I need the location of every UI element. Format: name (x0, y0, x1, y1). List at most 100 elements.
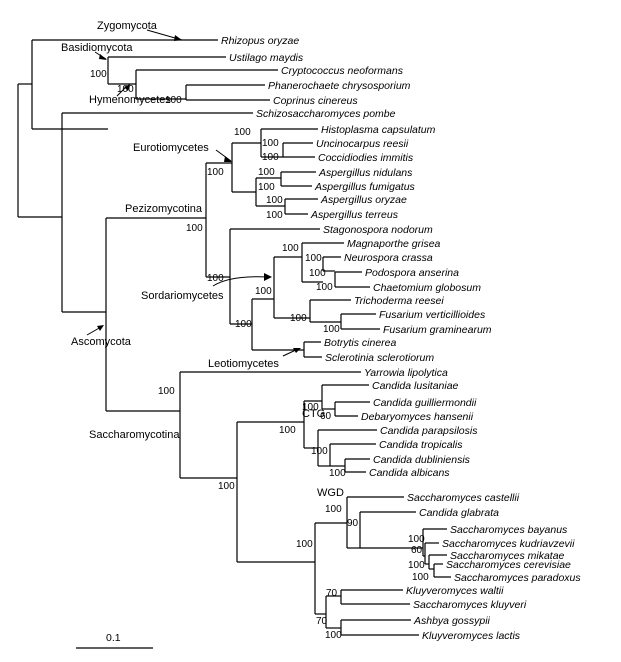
taxon-label: Debaryomyces hansenii (361, 411, 474, 423)
bootstrap-value: 100 (311, 446, 328, 457)
bootstrap-value: 100 (325, 630, 342, 641)
bootstrap-value: 100 (117, 84, 134, 95)
bootstrap-value: 100 (262, 138, 279, 149)
bootstrap-value: 100 (323, 324, 340, 335)
group-label-sordariomycetes: Sordariomycetes (141, 290, 224, 302)
taxon-label: Aspergillus nidulans (318, 167, 413, 179)
taxon-label: Phanerochaete chrysosporium (268, 80, 411, 92)
bootstrap-value: 70 (316, 616, 328, 627)
bootstrap-value: 100 (325, 504, 342, 515)
taxon-label: Ustilago maydis (229, 52, 304, 64)
bootstrap-value: 100 (262, 152, 279, 163)
group-label-pezizomycotina: Pezizomycotina (125, 203, 203, 215)
arrow-sordariomycetes (212, 276, 271, 287)
taxon-label: Coccidiodies immitis (318, 152, 414, 164)
bootstrap-value: 100 (412, 572, 429, 583)
group-label-ctg: CTG (302, 408, 325, 420)
taxon-label: Aspergillus fumigatus (314, 181, 416, 193)
bootstrap-value: 100 (165, 95, 182, 106)
group-label-eurotiomycetes: Eurotiomycetes (133, 142, 209, 154)
taxon-label: Saccharomyces bayanus (450, 524, 568, 536)
annotation-arrows (86, 29, 301, 357)
taxon-label: Aspergillus terreus (310, 209, 399, 221)
bootstrap-value: 100 (207, 167, 224, 178)
taxon-label: Kluyveromyces waltii (406, 585, 504, 597)
bootstrap-value: 100 (258, 167, 275, 178)
bootstrap-value: 100 (290, 313, 307, 324)
bootstrap-value: 100 (408, 534, 425, 545)
bootstrap-value: 100 (158, 386, 175, 397)
taxon-label: Stagonospora nodorum (323, 224, 433, 236)
bootstrap-value: 60 (320, 411, 332, 422)
taxon-label: Saccharomyces cerevisiae (446, 559, 571, 571)
bootstrap-value: 100 (235, 319, 252, 330)
taxon-label: Cryptococcus neoformans (281, 65, 404, 77)
bootstrap-value: 100 (282, 243, 299, 254)
taxon-labels: Rhizopus oryzae Ustilago maydis Cryptoco… (221, 35, 581, 642)
group-labels: Zygomycota Basidiomycota Hymenomycetes E… (61, 20, 344, 499)
bootstrap-value: 100 (234, 127, 251, 138)
group-label-basidiomycota: Basidiomycota (61, 42, 133, 54)
bootstrap-value: 100 (266, 195, 283, 206)
taxon-label: Candida glabrata (419, 507, 499, 519)
taxon-label: Candida lusitaniae (372, 380, 459, 392)
scale-bar: 0.1 (76, 632, 153, 649)
bootstrap-value: 90 (347, 518, 359, 529)
bootstrap-value: 100 (255, 286, 272, 297)
scale-bar-label: 0.1 (106, 632, 121, 644)
bootstrap-value: 100 (207, 273, 224, 284)
taxon-label: Trichoderma reesei (354, 295, 444, 307)
group-label-saccharomycotina: Saccharomycotina (89, 429, 180, 441)
bootstrap-value: 100 (309, 268, 326, 279)
taxon-label: Saccharomyces kluyveri (413, 599, 527, 611)
tree-branches (17, 39, 451, 636)
group-label-ascomycota: Ascomycota (71, 336, 132, 348)
taxon-label: Candida parapsilosis (380, 425, 478, 437)
taxon-label: Podospora anserina (365, 267, 459, 279)
bootstrap-value: 100 (329, 468, 346, 479)
taxon-label: Fusarium graminearum (383, 324, 492, 336)
taxon-label: Rhizopus oryzae (221, 35, 299, 47)
group-label-wgd: WGD (317, 487, 344, 499)
taxon-label: Candida albicans (369, 467, 450, 479)
taxon-label: Saccharomyces paradoxus (454, 572, 581, 584)
taxon-label: Uncinocarpus reesii (316, 138, 409, 150)
group-label-zygomycota: Zygomycota (97, 20, 158, 32)
bootstrap-value: 100 (296, 539, 313, 550)
taxon-label: Fusarium verticillioides (379, 309, 486, 321)
bootstrap-value: 70 (326, 588, 338, 599)
group-label-hymenomycetes: Hymenomycetes (89, 94, 171, 106)
bootstrap-value: 100 (90, 69, 107, 80)
bootstrap-value: 100 (316, 282, 333, 293)
taxon-label: Saccharomyces castellii (407, 492, 520, 504)
taxon-label: Magnaporthe grisea (347, 238, 441, 250)
taxon-label: Histoplasma capsulatum (321, 124, 436, 136)
bootstrap-values: 100 100 100 100 100 100 100 100 100 100 … (90, 69, 429, 641)
taxon-label: Neurospora crassa (344, 252, 433, 264)
bootstrap-value: 100 (218, 481, 235, 492)
taxon-label: Candida tropicalis (379, 439, 463, 451)
taxon-label: Chaetomium globosum (373, 282, 481, 294)
bootstrap-value: 100 (305, 253, 322, 264)
taxon-label: Sclerotinia sclerotiorum (325, 352, 434, 364)
taxon-label: Ashbya gossypii (413, 615, 491, 627)
bootstrap-value: 100 (279, 425, 296, 436)
taxon-label: Saccharomyces kudriavzevii (442, 538, 575, 550)
taxon-label: Schizosaccharomyces pombe (256, 108, 396, 120)
bootstrap-value: 100 (266, 210, 283, 221)
taxon-label: Saccharomyces mikatae (450, 550, 565, 562)
bootstrap-value: 100 (302, 402, 319, 413)
taxon-label: Botrytis cinerea (324, 337, 397, 349)
taxon-label: Coprinus cinereus (273, 95, 358, 107)
bootstrap-value: 60 (411, 545, 423, 556)
bootstrap-value: 100 (186, 223, 203, 234)
taxon-label: Yarrowia lipolytica (364, 367, 448, 379)
taxon-label: Aspergillus oryzae (320, 194, 407, 206)
group-label-leotiomycetes: Leotiomycetes (208, 358, 279, 370)
taxon-label: Candida dubliniensis (373, 454, 471, 466)
taxon-label: Kluyveromyces lactis (422, 630, 521, 642)
taxon-label: Candida guilliermondii (373, 397, 477, 409)
bootstrap-value: 100 (408, 560, 425, 571)
bootstrap-value: 100 (258, 182, 275, 193)
